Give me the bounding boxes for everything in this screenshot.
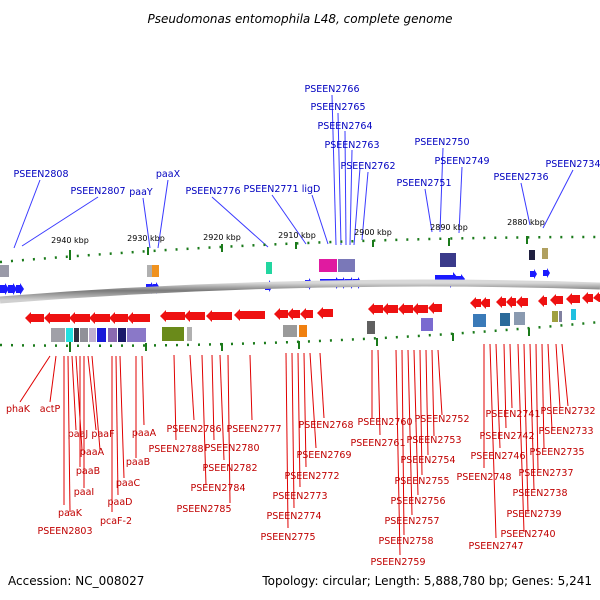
gene-label[interactable]: PSEEN2738 xyxy=(512,488,567,499)
gene-label[interactable]: PSEEN2736 xyxy=(493,172,548,183)
gene-label[interactable]: PSEEN2750 xyxy=(414,137,469,148)
gene-label[interactable]: paaJ xyxy=(68,429,88,440)
gene-label[interactable]: PSEEN2753 xyxy=(406,435,461,446)
gene-label[interactable]: paaY xyxy=(129,187,153,198)
ruler-tick-label: 2940 kbp xyxy=(51,236,89,245)
gene-label[interactable]: PSEEN2758 xyxy=(378,536,433,547)
gene-label[interactable]: PSEEN2788 xyxy=(148,444,203,455)
genome-backbone xyxy=(0,279,600,304)
gene-label[interactable]: PSEEN2740 xyxy=(500,529,555,540)
gene-label[interactable]: PSEEN2769 xyxy=(296,450,351,461)
gene-label[interactable]: PSEEN2768 xyxy=(298,420,353,431)
bottom-gene-labels: phaK actP paaJ paaF paaA paaB paaI paaK … xyxy=(6,404,596,568)
gene-label[interactable]: ligD xyxy=(302,184,321,195)
gene-label[interactable]: PSEEN2760 xyxy=(357,417,412,428)
gene-label[interactable]: PSEEN2735 xyxy=(529,447,584,458)
gene-label[interactable]: PSEEN2748 xyxy=(456,472,511,483)
gene-label[interactable]: PSEEN2752 xyxy=(414,414,469,425)
gene-label[interactable]: PSEEN2761 xyxy=(350,438,405,449)
gene-label[interactable]: paaA xyxy=(80,447,105,458)
gene-label[interactable]: PSEEN2759 xyxy=(370,557,425,568)
gene-label[interactable]: PSEEN2756 xyxy=(390,496,445,507)
gene-label[interactable]: PSEEN2771 xyxy=(243,184,298,195)
reverse-domain-boxes xyxy=(51,309,576,342)
gene-label[interactable]: PSEEN2754 xyxy=(400,455,455,466)
gene-label[interactable]: paaX xyxy=(156,169,181,180)
reverse-genes xyxy=(25,292,600,324)
gene-label[interactable]: PSEEN2742 xyxy=(479,431,534,442)
gene-label[interactable]: paaI xyxy=(74,487,94,498)
gene-label[interactable]: PSEEN2757 xyxy=(384,516,439,527)
gene-label[interactable]: PSEEN2774 xyxy=(266,511,321,522)
gene-label[interactable]: PSEEN2737 xyxy=(518,468,573,479)
gene-label[interactable]: PSEEN2785 xyxy=(176,504,231,515)
gene-label[interactable]: phaK xyxy=(6,404,31,415)
gene-label[interactable]: PSEEN2772 xyxy=(284,471,339,482)
ruler-tick-label: 2880 kbp xyxy=(507,218,545,227)
gene-label[interactable]: PSEEN2786 xyxy=(166,424,221,435)
ruler-tick-label: 2930 kbp xyxy=(127,234,165,243)
top-label-connectors xyxy=(13,94,574,249)
gene-label[interactable]: PSEEN2751 xyxy=(396,178,451,189)
gene-label[interactable]: PSEEN2762 xyxy=(340,161,395,172)
gene-label[interactable]: PSEEN2766 xyxy=(304,84,359,95)
gene-label[interactable]: paaC xyxy=(116,478,141,489)
gene-label[interactable]: paaB xyxy=(126,457,150,468)
gene-label[interactable]: paaK xyxy=(58,508,83,519)
coordinate-ruler-bottom xyxy=(0,320,600,352)
genome-title: Pseudomonas entomophila L48, complete ge… xyxy=(147,12,452,26)
gene-label[interactable]: PSEEN2780 xyxy=(204,443,259,454)
gene-label[interactable]: PSEEN2782 xyxy=(202,463,257,474)
gene-label[interactable]: PSEEN2807 xyxy=(70,186,125,197)
genome-stats-text: Topology: circular; Length: 5,888,780 bp… xyxy=(261,574,592,588)
gene-label[interactable]: PSEEN2784 xyxy=(190,483,245,494)
ruler-tick-label: 2920 kbp xyxy=(203,233,241,242)
gene-label[interactable]: PSEEN2732 xyxy=(540,406,595,417)
gene-label[interactable]: PSEEN2777 xyxy=(226,424,281,435)
gene-label[interactable]: PSEEN2765 xyxy=(310,102,365,113)
gene-label[interactable]: PSEEN2763 xyxy=(324,140,379,151)
ruler-tick-label: 2890 kbp xyxy=(430,223,468,232)
ruler-tick-label: 2910 kbp xyxy=(278,231,316,240)
gene-label[interactable]: PSEEN2739 xyxy=(506,509,561,520)
gene-label[interactable]: PSEEN2733 xyxy=(538,426,593,437)
top-gene-labels: PSEEN2766 PSEEN2765 PSEEN2764 PSEEN2763 … xyxy=(13,84,600,198)
gene-label[interactable]: actP xyxy=(40,404,61,415)
accession-text: Accession: NC_008027 xyxy=(8,574,144,588)
gene-label[interactable]: PSEEN2746 xyxy=(470,451,525,462)
gene-label[interactable]: PSEEN2764 xyxy=(317,121,372,132)
gene-label[interactable]: PSEEN2776 xyxy=(185,186,240,197)
gene-label[interactable]: paaF xyxy=(91,429,114,440)
gene-label[interactable]: PSEEN2747 xyxy=(468,541,523,552)
gene-label[interactable]: PSEEN2803 xyxy=(37,526,92,537)
gene-label[interactable]: PSEEN2755 xyxy=(394,476,449,487)
gene-label[interactable]: PSEEN2749 xyxy=(434,156,489,167)
gene-label[interactable]: PSEEN2775 xyxy=(260,532,315,543)
gene-label[interactable]: paaD xyxy=(108,497,133,508)
gene-label[interactable]: pcaF-2 xyxy=(100,516,132,527)
gene-label[interactable]: PSEEN2741 xyxy=(485,409,540,420)
coordinate-ruler-top: 2940 kbp 2930 kbp 2920 kbp 2910 kbp 2900… xyxy=(0,218,600,264)
gene-label[interactable]: PSEEN2734 xyxy=(545,159,600,170)
gene-label[interactable]: PSEEN2808 xyxy=(13,169,68,180)
gene-label[interactable]: PSEEN2773 xyxy=(272,491,327,502)
bottom-label-connectors xyxy=(19,343,569,556)
gene-label[interactable]: paaA xyxy=(132,428,157,439)
ruler-tick-label: 2900 kbp xyxy=(354,228,392,237)
forward-domain-boxes xyxy=(0,248,548,277)
gene-label[interactable]: paaB xyxy=(76,466,100,477)
